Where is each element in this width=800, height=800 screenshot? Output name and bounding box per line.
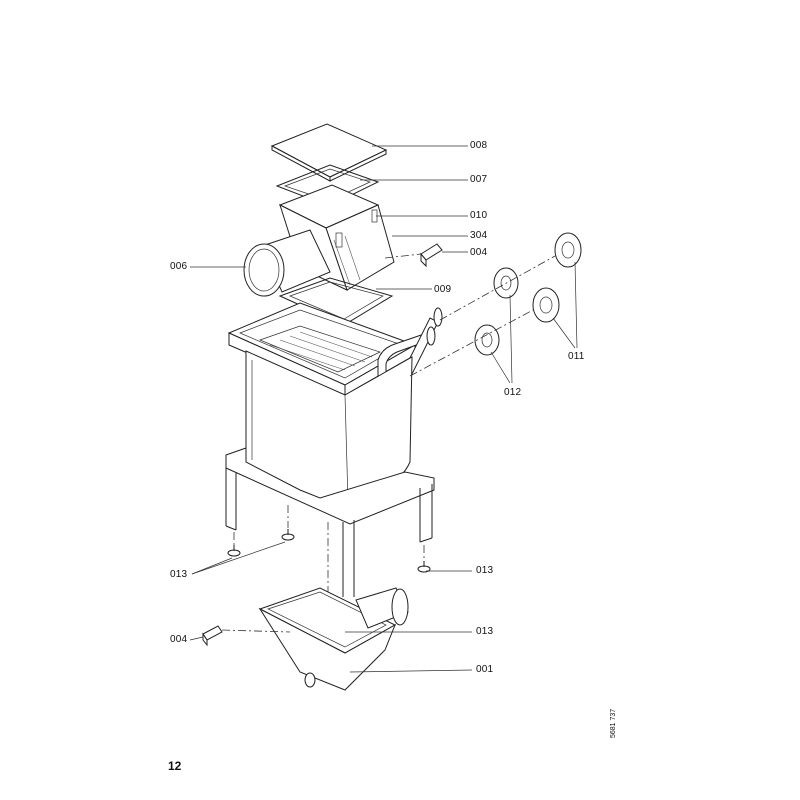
part-004-clip-upper	[420, 243, 443, 268]
callout-001: 001	[476, 664, 494, 675]
callout-304: 304	[470, 230, 488, 241]
callout-011: 011	[568, 351, 585, 362]
callout-004-lower: 004	[170, 634, 188, 645]
callout-007: 007	[470, 174, 488, 185]
callout-010: 010	[470, 210, 488, 221]
page-number: 12	[168, 759, 182, 773]
part-001-condensate-tray	[258, 587, 409, 691]
callout-009: 009	[434, 284, 452, 295]
support-frame	[225, 447, 435, 597]
callout-013-left: 013	[170, 569, 188, 580]
part-008-cover-plate	[270, 123, 388, 182]
part-004-clip-lower	[202, 625, 223, 647]
part-011-flanges	[532, 232, 582, 323]
callout-008: 008	[470, 140, 488, 151]
document-id: 5681 737	[610, 708, 617, 738]
callout-006: 006	[170, 261, 188, 272]
callout-004-upper: 004	[470, 247, 488, 258]
leader-lines	[189, 145, 578, 673]
callout-013-right: 013	[476, 565, 494, 576]
callout-012: 012	[504, 387, 522, 398]
part-006-flue-outlet	[243, 229, 331, 297]
callout-013-center: 013	[476, 626, 494, 637]
part-012-flanges	[474, 267, 519, 356]
